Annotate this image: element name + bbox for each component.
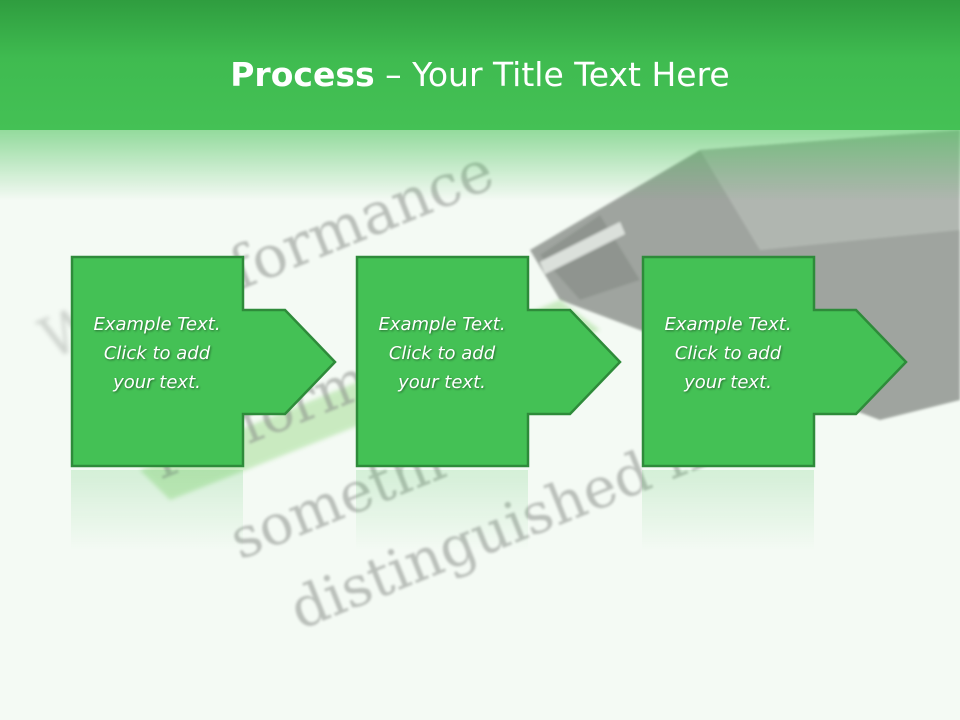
step-text-2[interactable]: Example Text. Click to add your text.: [378, 314, 506, 393]
process-step-2[interactable]: Example Text. Click to add your text.: [355, 255, 631, 468]
title-band: [0, 0, 960, 130]
process-step-3[interactable]: Example Text. Click to add your text.: [641, 255, 917, 468]
step-shape-2: [355, 255, 622, 468]
step-shape-3: [641, 255, 908, 468]
step-reflection-2: [356, 470, 528, 550]
title-bold: Process: [230, 55, 375, 94]
title-band-fade: [0, 130, 960, 200]
step-shape-1: [70, 255, 337, 468]
step-text-3[interactable]: Example Text. Click to add your text.: [664, 314, 792, 393]
process-step-1[interactable]: Example Text. Click to add your text.: [70, 255, 346, 468]
title-rest: – Your Title Text Here: [374, 55, 730, 94]
step-reflection-3: [642, 470, 814, 550]
slide-title: Process – Your Title Text Here: [0, 52, 960, 98]
step-text-1[interactable]: Example Text. Click to add your text.: [93, 314, 221, 393]
step-reflection-1: [71, 470, 243, 550]
